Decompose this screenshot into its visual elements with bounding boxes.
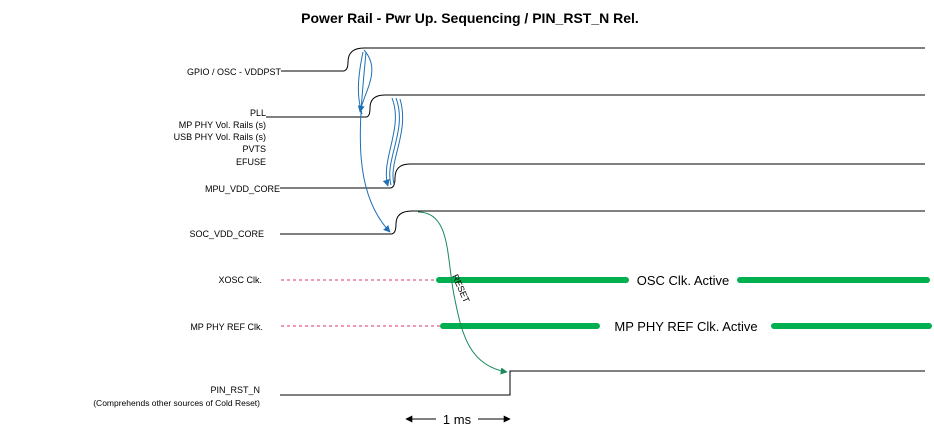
seq-arrow-pll-to-mpu-3 <box>392 98 404 185</box>
signal-label-pin-rst-note: (Comprehends other sources of Cold Reset… <box>93 398 260 408</box>
signal-label-mp-phy-ref-clk: MP PHY REF Clk. <box>190 322 263 332</box>
signal-label-pin-rst-n: PIN_RST_N <box>210 385 260 395</box>
mpphy-clk-active-label: MP PHY REF Clk. Active <box>614 319 757 334</box>
signal-label-usb-phy-rails: USB PHY Vol. Rails (s) <box>174 132 266 142</box>
waveform-pin-rst-n <box>280 370 925 396</box>
signal-label-efuse: EFUSE <box>236 157 266 167</box>
osc-clk-active-label: OSC Clk. Active <box>637 273 729 288</box>
diagram-title: Power Rail - Pwr Up. Sequencing / PIN_RS… <box>301 10 639 26</box>
seq-arrow-gpio-to-soc <box>359 51 391 233</box>
signal-label-pvts: PVTS <box>242 144 266 154</box>
waveform-soc-vdd-core <box>280 210 925 235</box>
signal-label-pll: PLL <box>250 108 266 118</box>
signal-label-soc-vdd-core: SOC_VDD_CORE <box>189 229 264 239</box>
signal-label-xosc-clk: XOSC Clk. <box>218 275 262 285</box>
waveform-gpio <box>281 47 925 72</box>
signal-label-mp-phy-rails: MP PHY Vol. Rails (s) <box>179 120 266 130</box>
signal-label-mpu-vdd-core: MPU_VDD_CORE <box>205 184 280 194</box>
timing-label: 1 ms <box>443 412 472 427</box>
waveform-mpu-vdd-core <box>280 163 925 189</box>
waveform-pll <box>266 94 925 118</box>
seq-arrow-pll-to-mpu-2 <box>389 97 400 186</box>
seq-arrow-pll-to-mpu <box>382 97 396 187</box>
signal-label-gpio: GPIO / OSC - VDDPST <box>187 67 282 77</box>
reset-release-arrow <box>417 211 508 375</box>
